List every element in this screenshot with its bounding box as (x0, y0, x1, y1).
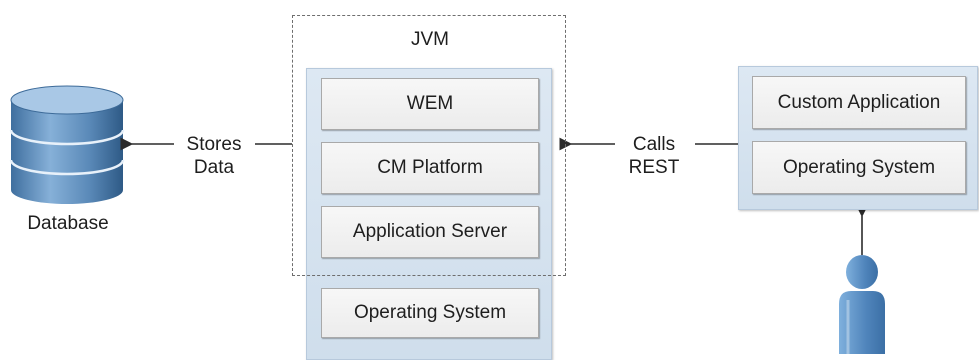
database-icon (9, 85, 125, 204)
client-os-box: Operating System (752, 141, 966, 194)
jvm-title: JVM (411, 29, 449, 50)
calls-edge-line1: Calls (632, 134, 676, 155)
wem-box: WEM (321, 78, 539, 130)
calls-edge-label: Calls REST (614, 133, 694, 179)
jvm-boundary (292, 15, 566, 276)
server-os-box: Operating System (321, 288, 539, 338)
stores-edge-label: Stores Data (176, 133, 252, 179)
custom-application-box: Custom Application (752, 76, 966, 129)
calls-edge-line2: REST (628, 157, 680, 178)
database-label: Database (27, 213, 109, 234)
user-icon (839, 255, 885, 354)
cm-platform-box: CM Platform (321, 142, 539, 194)
stores-edge-line2: Data (193, 157, 235, 178)
stores-edge-line1: Stores (186, 134, 242, 155)
application-server-box: Application Server (321, 206, 539, 258)
